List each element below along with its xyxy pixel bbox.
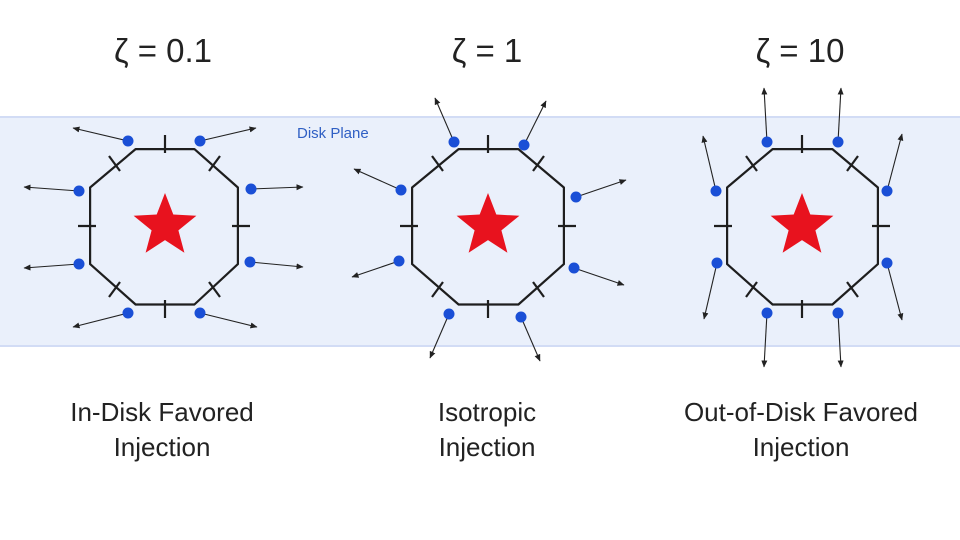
particle-dot bbox=[832, 136, 844, 148]
zeta-label-isotropic: ζ = 1 bbox=[452, 32, 523, 69]
caption-out-of-disk-line2: Injection bbox=[753, 432, 850, 462]
particle-dot bbox=[245, 183, 257, 195]
arrow bbox=[353, 168, 402, 191]
caption-in-disk-line2: Injection bbox=[114, 432, 211, 462]
arrow bbox=[761, 87, 768, 143]
particle-dot bbox=[122, 307, 134, 319]
zeta-label-in-disk: ζ = 0.1 bbox=[114, 32, 212, 69]
caption-out-of-disk-line1: Out-of-Disk Favored bbox=[684, 397, 918, 427]
particle-dot bbox=[881, 185, 893, 197]
arrow bbox=[573, 267, 625, 286]
particle-dot bbox=[711, 257, 723, 269]
arrow bbox=[702, 262, 718, 320]
particle-dot bbox=[194, 307, 206, 319]
arrow bbox=[250, 184, 304, 191]
arrow bbox=[199, 126, 257, 142]
octagon-shell-isotropic bbox=[400, 135, 576, 318]
particle-dot bbox=[73, 258, 85, 270]
arrow bbox=[575, 179, 627, 198]
octagon-shell-in-disk bbox=[78, 135, 250, 318]
particle-dot bbox=[244, 256, 256, 268]
particles-isotropic bbox=[351, 97, 627, 362]
particle-dot bbox=[515, 311, 527, 323]
arrow bbox=[429, 313, 450, 359]
zeta-label-out-of-disk: ζ = 10 bbox=[756, 32, 845, 69]
particle-dot bbox=[570, 191, 582, 203]
particle-dot bbox=[122, 135, 134, 147]
caption-isotropic-line2: Injection bbox=[439, 432, 536, 462]
particle-dot bbox=[761, 136, 773, 148]
arrow bbox=[351, 260, 400, 278]
caption-in-disk-line1: In-Disk Favored bbox=[70, 397, 254, 427]
octagon-shell-out-of-disk bbox=[714, 135, 890, 318]
arrow bbox=[886, 133, 904, 192]
panel-in-disk: ζ = 0.1 bbox=[23, 32, 304, 462]
particle-dot bbox=[881, 257, 893, 269]
particle-dot bbox=[443, 308, 455, 320]
arrow bbox=[886, 262, 904, 321]
particle-dot bbox=[518, 139, 530, 151]
particle-dot bbox=[448, 136, 460, 148]
arrow bbox=[23, 184, 80, 192]
arrow bbox=[23, 263, 80, 271]
arrow bbox=[523, 100, 547, 146]
particle-dot bbox=[395, 184, 407, 196]
arrow bbox=[520, 316, 541, 362]
panel-out-of-disk: ζ = 10 bbox=[684, 32, 918, 462]
arrow bbox=[761, 312, 768, 368]
particle-dot bbox=[73, 185, 85, 197]
arrow bbox=[72, 312, 129, 329]
particles-out-of-disk bbox=[701, 87, 904, 368]
particle-dot bbox=[194, 135, 206, 147]
particles-in-disk bbox=[23, 126, 304, 329]
arrow bbox=[837, 87, 844, 143]
particle-dot bbox=[832, 307, 844, 319]
particle-dot bbox=[761, 307, 773, 319]
arrow bbox=[72, 126, 129, 142]
arrow bbox=[249, 261, 304, 270]
arrow bbox=[701, 135, 717, 192]
particle-dot bbox=[568, 262, 580, 274]
arrow bbox=[434, 97, 455, 143]
star-icon-in-disk bbox=[133, 193, 197, 253]
panel-isotropic: ζ = 1 bbox=[351, 32, 627, 462]
particle-dot bbox=[393, 255, 405, 267]
star-icon-out-of-disk bbox=[770, 193, 834, 253]
particle-dot bbox=[710, 185, 722, 197]
arrow bbox=[199, 312, 258, 329]
star-icon-isotropic bbox=[456, 193, 520, 253]
caption-isotropic-line1: Isotropic bbox=[438, 397, 536, 427]
disk-plane-label: Disk Plane bbox=[297, 125, 369, 142]
arrow bbox=[837, 312, 844, 368]
